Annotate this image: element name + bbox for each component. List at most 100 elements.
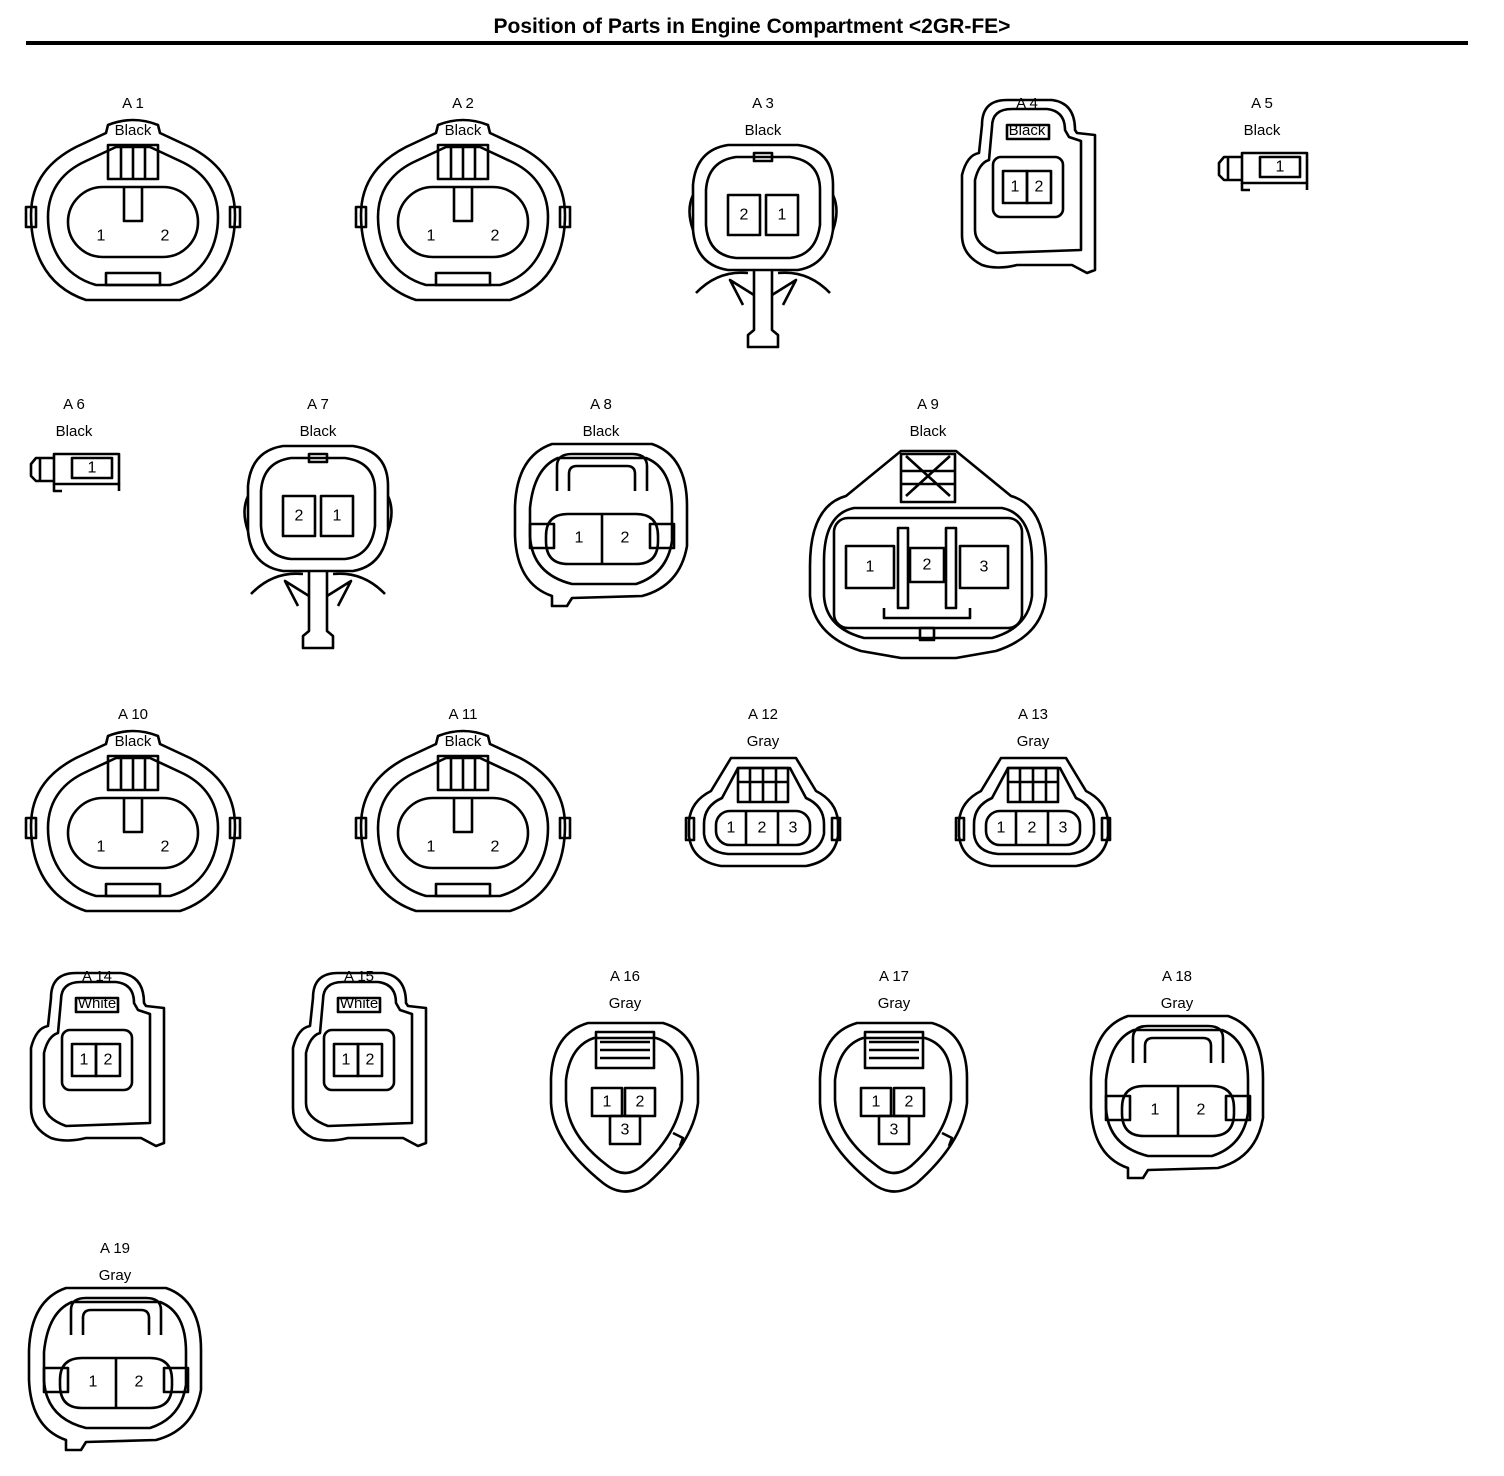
side-tab bbox=[228, 205, 242, 229]
pin-number: 1 bbox=[603, 1094, 612, 1111]
pin-face bbox=[714, 809, 812, 847]
key-slot bbox=[122, 187, 144, 223]
housing-inner bbox=[833, 1036, 953, 1175]
pin-number: 2 bbox=[491, 228, 500, 245]
bottom-ledge bbox=[882, 608, 972, 620]
pin-number: 1 bbox=[89, 1374, 98, 1391]
connector-id-label: A 6 bbox=[63, 396, 85, 413]
housing-inner bbox=[822, 506, 1034, 640]
latch-arch bbox=[1131, 1024, 1225, 1063]
connector-id-label: A 19 bbox=[99, 1240, 131, 1257]
pin-dividers bbox=[744, 811, 780, 845]
pin-number: 2 bbox=[740, 207, 749, 224]
side-rib bbox=[831, 194, 838, 231]
pin-number: 2 bbox=[1028, 820, 1037, 837]
pin-face bbox=[991, 155, 1065, 219]
bottom-ledge bbox=[434, 271, 492, 287]
pin-number: 1 bbox=[778, 207, 787, 224]
housing-outline bbox=[818, 1021, 969, 1193]
latch-tab bbox=[307, 452, 329, 464]
connector-color-label: Black bbox=[744, 122, 782, 139]
connector-color-label: Black bbox=[114, 122, 152, 139]
connector-id-label: A 14 bbox=[81, 968, 113, 985]
connector-color-label: White bbox=[77, 995, 117, 1012]
housing-inner bbox=[528, 456, 674, 586]
pin-dividers bbox=[1014, 811, 1050, 845]
housing-outline bbox=[513, 442, 689, 608]
connector-color-label: White bbox=[339, 995, 379, 1012]
pin-number: 2 bbox=[135, 1374, 144, 1391]
connector-color-label: Black bbox=[1243, 122, 1281, 139]
pin-number: 2 bbox=[905, 1094, 914, 1111]
pin-number: 1 bbox=[80, 1052, 89, 1069]
clip-barbs bbox=[283, 579, 353, 607]
latch-window bbox=[1005, 123, 1051, 141]
housing-outline bbox=[957, 756, 1110, 868]
bottom-ledge bbox=[104, 882, 162, 898]
connector-color-label: Black bbox=[582, 423, 620, 440]
side-tab bbox=[558, 816, 572, 840]
pin-number: 1 bbox=[88, 460, 97, 477]
housing-inner bbox=[973, 107, 1083, 255]
housing-inner bbox=[972, 766, 1096, 856]
pin-face bbox=[984, 809, 1082, 847]
latch bbox=[863, 1030, 925, 1070]
pin-number: 2 bbox=[161, 839, 170, 856]
pin-cavity bbox=[608, 1114, 642, 1146]
housing-outline bbox=[29, 118, 237, 302]
housing-outline bbox=[246, 444, 390, 573]
housing-inner bbox=[1104, 1028, 1250, 1158]
side-tab bbox=[830, 816, 842, 842]
housing-outline bbox=[808, 449, 1048, 660]
latch-ribs bbox=[119, 756, 147, 790]
side-rib bbox=[243, 495, 250, 532]
housing-outline bbox=[52, 452, 121, 486]
pin-number: 2 bbox=[636, 1094, 645, 1111]
connector-id-label: A 7 bbox=[307, 396, 329, 413]
housing-outline bbox=[1089, 1014, 1265, 1180]
housing-inner bbox=[376, 756, 550, 898]
housing-inner bbox=[46, 145, 220, 287]
connector-color-label: Black bbox=[1008, 122, 1046, 139]
connector-color-label: Gray bbox=[608, 995, 642, 1012]
housing-outline bbox=[549, 1021, 700, 1193]
housing-inner bbox=[304, 980, 414, 1128]
connector-id-label: A 4 bbox=[1016, 95, 1038, 112]
latch bbox=[899, 452, 957, 504]
pin-face bbox=[544, 512, 660, 566]
pin-number: 1 bbox=[427, 228, 436, 245]
page-title: Position of Parts in Engine Compartment … bbox=[493, 15, 1011, 38]
side-tab bbox=[162, 1366, 190, 1394]
pin-face bbox=[66, 185, 200, 259]
connector-color-label: Black bbox=[444, 122, 482, 139]
housing-inner bbox=[46, 756, 220, 898]
connector-id-label: A 17 bbox=[878, 968, 910, 985]
rib bbox=[896, 526, 910, 610]
connector-color-label: Black bbox=[114, 733, 152, 750]
